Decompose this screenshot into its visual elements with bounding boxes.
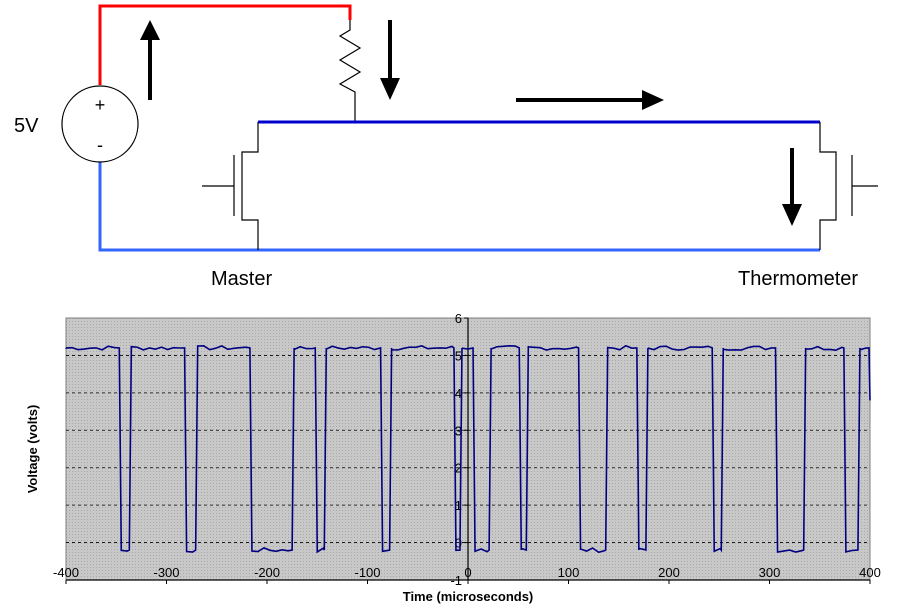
minus-sign: - [97, 135, 103, 155]
axes [65, 317, 871, 584]
x-tick-label: 300 [759, 565, 781, 580]
master-transistor [202, 122, 259, 250]
supply-wire [98, 4, 352, 85]
master-label: Master [211, 268, 272, 290]
x-tick-label: -200 [254, 565, 280, 580]
x-axis-label: Time (microseconds) [403, 589, 534, 604]
ground-wire [98, 162, 820, 252]
plus-sign: + [95, 95, 106, 115]
voltage-source [61, 85, 139, 163]
current-down-arrow-thermometer [782, 148, 802, 226]
y-axis-label: Voltage (volts) [25, 405, 40, 494]
y-tick-label: 1 [455, 498, 462, 513]
pull-up-resistor [338, 20, 362, 122]
current-right-arrow [516, 90, 664, 110]
x-tick-label: -100 [354, 565, 380, 580]
y-tick-label: 4 [455, 386, 462, 401]
y-tick-labels: -1 0 1 2 3 4 5 6 [450, 311, 462, 588]
x-tick-label: -300 [153, 565, 179, 580]
y-tick-label: 0 [455, 536, 462, 551]
y-tick-label: 2 [455, 461, 462, 476]
circuit-diagram: + - 5V Maste [14, 4, 878, 290]
thermometer-transistor [819, 122, 878, 250]
x-tick-label: 200 [658, 565, 680, 580]
current-up-arrow [140, 20, 160, 100]
x-tick-label: -400 [53, 565, 79, 580]
x-tick-label: 0 [464, 565, 471, 580]
x-tick-label: 100 [558, 565, 580, 580]
voltage-trace [65, 344, 871, 554]
y-tick-label: 3 [455, 423, 462, 438]
source-voltage-label: 5V [14, 115, 39, 137]
y-tick-label: -1 [450, 573, 462, 588]
x-tick-label: 400 [859, 565, 881, 580]
y-tick-label: 5 [455, 348, 462, 363]
thermometer-label: Thermometer [738, 268, 858, 290]
x-tick-labels: -400 -300 -200 -100 0 100 200 300 400 [53, 565, 881, 580]
y-tick-label: 6 [455, 311, 462, 326]
current-down-arrow [380, 20, 400, 100]
